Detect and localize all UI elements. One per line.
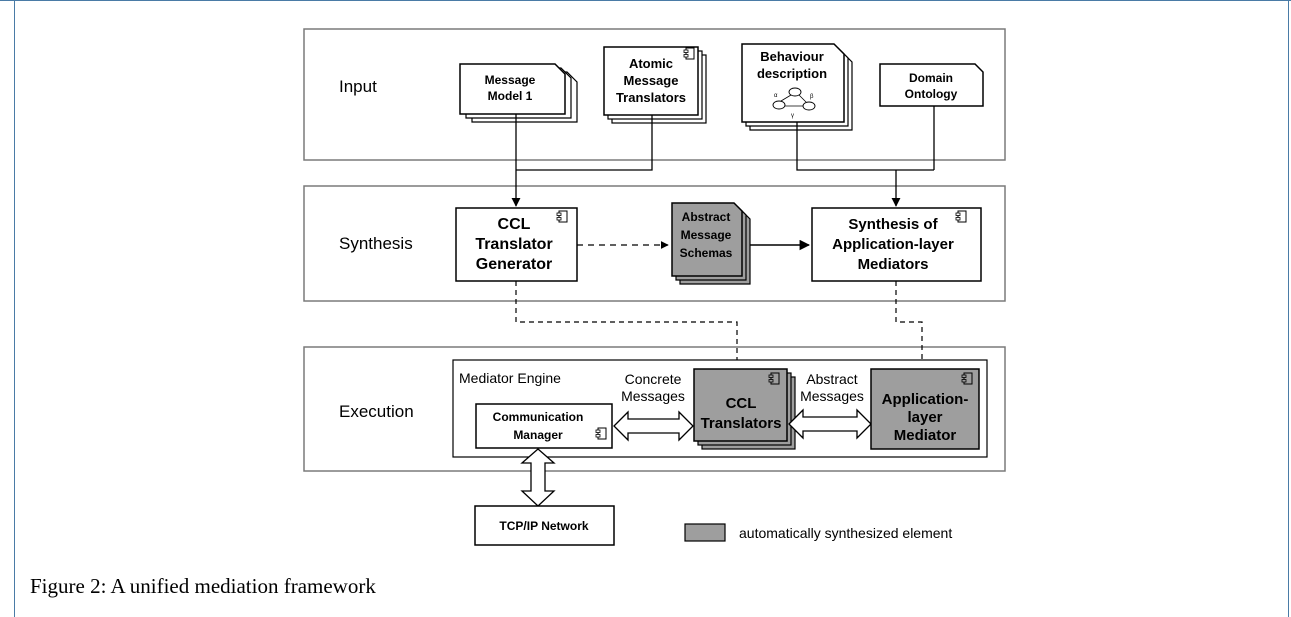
ccl-generator-line2: Translator xyxy=(475,236,552,253)
legend-label: automatically synthesized element xyxy=(739,525,952,541)
mediator-synthesis-line3: Mediators xyxy=(858,256,929,273)
concrete-messages-double-arrow xyxy=(613,410,694,442)
schemas-line2: Message xyxy=(681,228,732,242)
schemas-line3: Schemas xyxy=(680,246,733,260)
mediator-synthesis-line1: Synthesis of xyxy=(848,216,938,233)
message-model-line1: Message xyxy=(485,73,536,87)
comm-manager-line2: Manager xyxy=(513,428,563,442)
app-mediator-component: Application- layer Mediator xyxy=(870,368,980,450)
atomic-translators-component: Atomic Message Translators xyxy=(603,46,707,124)
mediator-synthesis-line2: Application-layer xyxy=(832,236,954,253)
gamma-symbol: γ xyxy=(791,113,794,119)
behaviour-line2: description xyxy=(757,66,827,81)
ontology-line1: Domain xyxy=(909,71,953,85)
message-model-document: Message Model 1 xyxy=(459,63,578,123)
ccl-generator-line1: CCL xyxy=(498,216,531,233)
atomic-to-generator-connector xyxy=(516,115,653,171)
concrete-messages-line2: Messages xyxy=(621,388,685,404)
tcp-ip-network-box xyxy=(474,505,615,546)
input-layer-label: Input xyxy=(339,77,377,96)
abstract-schemas-document: Abstract Message Schemas xyxy=(671,202,751,285)
communication-manager-component: Communication Manager xyxy=(475,403,613,449)
component-icon xyxy=(683,47,695,60)
figure-caption: Figure 2: A unified mediation framework xyxy=(30,574,376,598)
component-icon xyxy=(595,427,607,440)
component-icon xyxy=(955,210,967,223)
ccl-translators-line1: CCL xyxy=(726,395,757,412)
mediator-engine-label: Mediator Engine xyxy=(459,370,561,386)
concrete-messages-line1: Concrete xyxy=(625,371,682,387)
behaviour-line1: Behaviour xyxy=(760,49,824,64)
generator-to-translators-dashed-arrow xyxy=(515,281,741,369)
atomic-line3: Translators xyxy=(616,90,686,105)
comm-manager-line1: Communication xyxy=(493,410,584,424)
mediator-synthesis-component: Synthesis of Application-layer Mediators xyxy=(811,207,982,282)
component-icon xyxy=(961,372,973,385)
alpha-symbol: α xyxy=(774,93,778,99)
abstract-messages-line1: Abstract xyxy=(806,371,857,387)
message-model-line2: Model 1 xyxy=(488,89,533,103)
app-mediator-line1: Application- xyxy=(882,391,969,408)
behaviour-description-document: Behaviour description α β γ xyxy=(741,43,853,131)
ccl-translators-component: CCL Translators xyxy=(693,368,796,450)
ccl-translators-line2: Translators xyxy=(701,415,782,432)
ccl-generator-line3: Generator xyxy=(476,256,552,273)
ontology-line2: Ontology xyxy=(905,87,958,101)
tcp-ip-network-label: TCP/IP Network xyxy=(499,519,588,533)
app-mediator-line3: Mediator xyxy=(894,427,957,444)
behaviour-to-synthesis-connector xyxy=(796,122,896,171)
ccl-generator-component: CCL Translator Generator xyxy=(455,207,578,282)
app-mediator-line2: layer xyxy=(907,409,942,426)
execution-layer-label: Execution xyxy=(339,402,414,421)
schemas-line1: Abstract xyxy=(682,210,731,224)
synthesis-layer-label: Synthesis xyxy=(339,234,413,253)
component-icon xyxy=(556,210,568,223)
legend-swatch xyxy=(684,523,726,542)
beta-symbol: β xyxy=(810,94,814,100)
domain-ontology-document: Domain Ontology xyxy=(879,63,984,107)
abstract-messages-line2: Messages xyxy=(800,388,864,404)
component-icon xyxy=(768,372,780,385)
state-graph-icon: α β γ xyxy=(772,87,816,119)
atomic-line1: Atomic xyxy=(629,56,673,71)
synthesis-to-mediator-dashed-arrow xyxy=(895,281,926,369)
atomic-line2: Message xyxy=(624,73,679,88)
